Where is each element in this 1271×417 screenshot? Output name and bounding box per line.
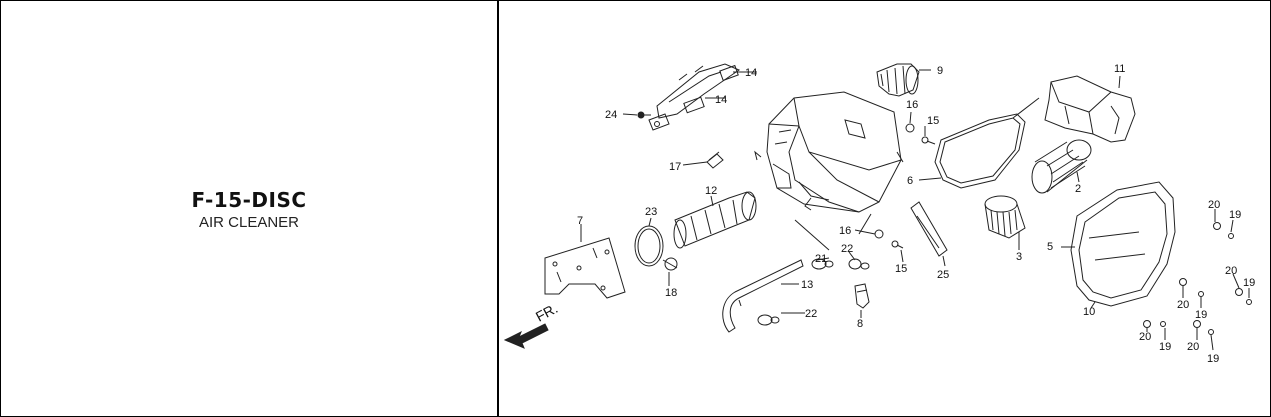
part-collar-16-upper — [905, 123, 915, 133]
panel-divider — [497, 0, 499, 417]
callout-labels: 14 14 24 9 16 15 11 17 6 2 12 23 7 16 22… — [577, 63, 1255, 365]
callout-12: 12 — [705, 185, 717, 197]
callout-18: 18 — [665, 287, 677, 299]
section-title-block: F-15-DISC AIR CLEANER — [0, 188, 498, 232]
callout-6: 6 — [907, 175, 913, 187]
part-cleaner-cover-10 — [1070, 181, 1176, 307]
part-inlet-rubber-12 — [673, 191, 757, 249]
callout-9: 9 — [937, 65, 943, 77]
callout-13: 13 — [801, 279, 813, 291]
part-clip-21 — [811, 258, 834, 270]
callout-16-lower: 16 — [839, 225, 851, 237]
callout-19-c: 19 — [1243, 277, 1255, 289]
callout-22-upper: 22 — [841, 243, 853, 255]
callout-16-upper: 16 — [906, 99, 918, 111]
callout-20-e: 20 — [1187, 341, 1199, 353]
part-clamp-23 — [634, 225, 664, 267]
callout-25: 25 — [937, 269, 949, 281]
part-inlet-duct-9 — [876, 63, 920, 97]
part-bolt-24 — [637, 111, 651, 119]
part-screws-19 — [1160, 233, 1252, 335]
part-clamp-18 — [662, 257, 678, 271]
callout-20-d: 20 — [1139, 331, 1151, 343]
callout-3: 3 — [1016, 251, 1022, 263]
callout-19-d: 19 — [1159, 341, 1171, 353]
part-clip-17 — [706, 151, 724, 169]
section-name: AIR CLEANER — [198, 214, 300, 231]
part-plate-7 — [544, 237, 626, 299]
callout-15-upper: 15 — [927, 115, 939, 127]
part-hose-13 — [722, 259, 804, 333]
callout-19-a: 19 — [1229, 209, 1241, 221]
callout-8: 8 — [857, 318, 863, 330]
callout-20-a: 20 — [1208, 199, 1220, 211]
callout-19-b: 19 — [1195, 309, 1207, 321]
front-direction-arrow — [503, 323, 549, 349]
part-top-cover-11 — [1044, 75, 1136, 143]
callout-2: 2 — [1075, 183, 1081, 195]
part-bolt-15-upper — [921, 136, 936, 145]
part-bracket-14 — [648, 63, 741, 131]
callout-11: 11 — [1114, 63, 1125, 75]
part-bolt-15-lower — [891, 240, 904, 249]
part-collar-16-lower — [874, 229, 884, 239]
part-air-cleaner-case — [754, 91, 902, 213]
callout-14-lower: 14 — [715, 94, 727, 106]
section-code: F-15-DISC — [191, 188, 307, 212]
callout-20-c: 20 — [1177, 299, 1189, 311]
exploded-parts-diagram: FR. — [499, 2, 1269, 415]
part-strap-25 — [910, 201, 948, 257]
part-filter-3 — [984, 195, 1026, 239]
callout-23: 23 — [645, 206, 657, 218]
callout-24: 24 — [605, 109, 617, 121]
part-clip-22-lower — [757, 314, 780, 326]
callout-5: 5 — [1047, 241, 1053, 253]
callout-19-e: 19 — [1207, 353, 1219, 365]
callout-14-upper: 14 — [745, 67, 757, 79]
callout-22-lower: 22 — [805, 308, 817, 320]
callout-21: 21 — [815, 253, 827, 265]
callout-20-b: 20 — [1225, 265, 1237, 277]
part-clip-22-upper — [848, 258, 870, 270]
part-washers-20 — [1143, 222, 1243, 328]
front-direction-label: FR. — [533, 300, 560, 325]
callout-7: 7 — [577, 215, 583, 227]
callout-10: 10 — [1083, 306, 1095, 318]
callout-17: 17 — [669, 161, 681, 173]
callout-15-lower: 15 — [895, 263, 907, 275]
part-gasket-6 — [934, 113, 1026, 189]
callout-leader-lines — [580, 69, 1250, 351]
part-filter-element-2 — [1031, 139, 1092, 194]
part-drain-8 — [854, 283, 870, 309]
